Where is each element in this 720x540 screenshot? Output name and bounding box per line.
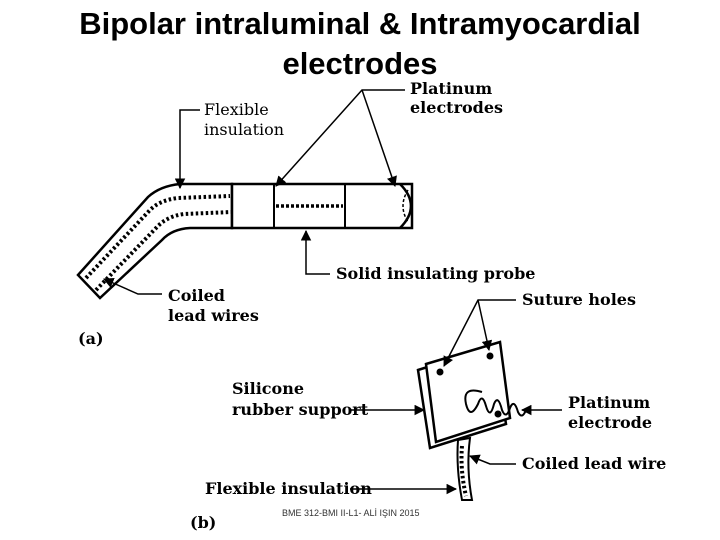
probe-tip xyxy=(399,183,413,229)
slide-footer: BME 312-BMI II-L1- ALİ IŞIN 2015 xyxy=(282,508,420,518)
figure-b: Suture holes Silicone rubber support Pla… xyxy=(190,290,666,532)
leader-coiled-lead xyxy=(103,278,162,295)
label-coiled-lead-wire: Coiled lead wire xyxy=(522,454,666,473)
flexible-insulation-tube xyxy=(76,182,234,300)
suture-hole-2 xyxy=(486,352,494,360)
label-platinum: Platinum xyxy=(410,79,492,98)
panel-label-b: (b) xyxy=(190,513,216,532)
suture-hole-1 xyxy=(436,368,444,376)
panel-label-a: (a) xyxy=(78,329,104,348)
suture-hole-3 xyxy=(494,410,502,418)
label-silicone: Silicone xyxy=(232,379,304,398)
platinum-electrode-coil xyxy=(464,389,527,417)
flexible-insulation-tail xyxy=(456,436,474,501)
leader-coiled-lead-wire xyxy=(469,454,516,465)
label-rubber-support: rubber support xyxy=(232,400,369,419)
figure-a: Flexible insulation Platinum electrodes … xyxy=(76,79,535,348)
coiled-lead-wire-b xyxy=(459,445,468,497)
solid-insulating-probe xyxy=(230,182,414,230)
leader-solid-probe xyxy=(300,229,330,275)
label-electrode-b: electrode xyxy=(568,413,652,432)
label-coiled: Coiled xyxy=(168,286,225,305)
slide-title: Bipolar intraluminal & Intramyocardial e… xyxy=(40,4,680,84)
label-electrodes: electrodes xyxy=(410,98,503,117)
label-platinum-b: Platinum xyxy=(568,393,650,412)
label-lead-wires: lead wires xyxy=(168,306,259,325)
label-suture-holes: Suture holes xyxy=(522,290,636,309)
leader-platinum-1 xyxy=(275,89,405,187)
leader-flexible-insulation xyxy=(174,109,200,190)
label-flexible-insulation-b: Flexible insulation xyxy=(205,479,372,498)
label-insulation: insulation xyxy=(204,120,284,139)
label-solid-probe: Solid insulating probe xyxy=(336,264,535,283)
label-flexible: Flexible xyxy=(204,100,269,119)
leader-platinum-2 xyxy=(361,89,397,187)
leader-suture-2 xyxy=(477,299,493,352)
slide-title-text: Bipolar intraluminal & Intramyocardial e… xyxy=(79,6,641,81)
